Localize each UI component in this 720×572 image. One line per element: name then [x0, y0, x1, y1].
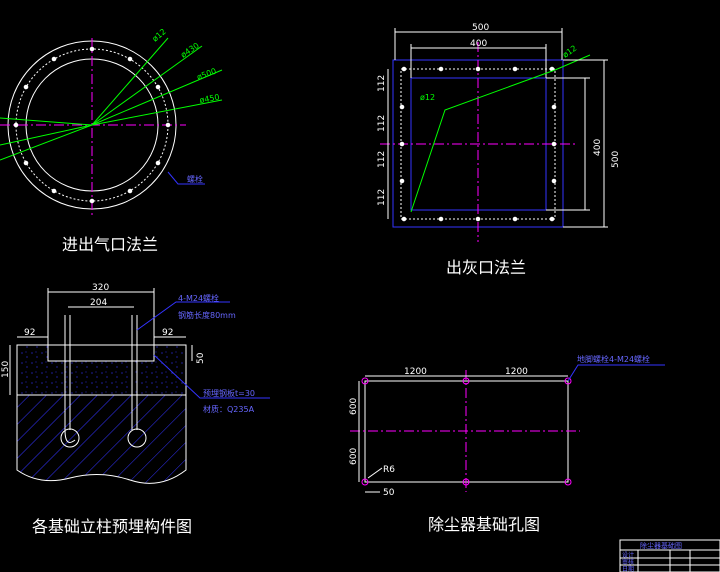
dim-150: 150	[1, 361, 11, 378]
bolt-holes	[13, 46, 171, 204]
bolt-left-hook	[60, 428, 80, 448]
dim-204: 204	[90, 298, 107, 308]
bolt-note-leader	[136, 301, 230, 331]
leader-left-2	[0, 124, 93, 146]
embedment-view: 320 204 92 92 150 50 4-M24螺栓 钢筋长度80mm 预埋…	[1, 283, 270, 536]
leader-d12	[91, 37, 169, 126]
ash-flange-view: 500 400 ø12 ø12 112 112 112 112 400 500 …	[377, 23, 621, 277]
dim-right-500-visible: 500	[611, 151, 621, 168]
bolt-note: 螺栓	[187, 174, 203, 184]
dim-1200-right: 1200	[505, 367, 528, 377]
dim-right-400: 400	[593, 139, 603, 156]
embedment-title: 各基础立柱预埋构件图	[32, 517, 192, 536]
dim-92-right: 92	[162, 328, 173, 338]
dim-left-1: 112	[377, 75, 387, 92]
leader-left-3	[0, 117, 93, 126]
leader-d430	[91, 45, 203, 126]
leader-d450	[91, 99, 223, 126]
radius-r6: R6	[383, 465, 395, 475]
dim-600-top: 600	[349, 398, 359, 415]
title-block-design: 设计	[622, 551, 634, 559]
dim-top-500: 500	[472, 23, 489, 33]
bolt-note-2: 钢筋长度80mm	[178, 310, 236, 320]
dim-92-left: 92	[24, 328, 35, 338]
foundation-title: 除尘器基础孔图	[428, 515, 540, 534]
title-block-name: 除尘器基础图	[640, 541, 682, 550]
title-block-frame	[619, 539, 720, 572]
label-d500: ø500	[196, 67, 218, 82]
label-d450: ø450	[199, 93, 220, 105]
dim-left-2: 112	[377, 115, 387, 132]
dim-600-bottom: 600	[349, 448, 359, 465]
plate-note-leader	[153, 354, 270, 399]
title-block: 除尘器基础图 设计 审核 日期	[619, 539, 720, 572]
embed-plate	[47, 344, 155, 362]
plate-note-1: 预埋钢板t=30	[203, 388, 255, 398]
hole-leader	[410, 54, 591, 213]
plate-note-2: 材质：Q235A	[203, 404, 255, 414]
leader-d500	[91, 69, 223, 126]
ash-flange-title: 出灰口法兰	[446, 258, 526, 277]
hole-label-inner: ø12	[420, 93, 435, 102]
dim-left-3: 112	[377, 151, 387, 168]
leader-left-1	[0, 124, 93, 161]
bolt-note-leader	[167, 171, 205, 185]
title-block-date: 日期	[622, 565, 634, 572]
hole-label-top: ø12	[561, 44, 579, 60]
anchor-holes	[361, 377, 572, 486]
title-block-check: 审核	[622, 558, 634, 566]
bolt-holes	[399, 66, 557, 222]
bolt-note-1: 4-M24螺栓	[178, 293, 219, 303]
dim-50: 50	[196, 352, 206, 364]
column-body	[16, 394, 187, 484]
dim-left-4: 112	[377, 189, 387, 206]
foundation-bolt-note: 地脚螺栓4-M24螺栓	[577, 354, 650, 364]
label-d430: ø430	[179, 41, 201, 60]
foundation-view: 1200 1200 600 600 50 R6 地脚螺栓4-M24螺栓 除尘器基…	[349, 354, 665, 534]
dim-1200-left: 1200	[404, 367, 427, 377]
bolt-note-leader	[567, 364, 665, 382]
dim-top-400: 400	[470, 39, 487, 49]
inlet-flange-title: 进出气口法兰	[62, 235, 158, 254]
inlet-flange-view: ø12 ø430 ø500 ø450 螺栓 进出气口法兰	[0, 27, 223, 254]
bolt-right-hook	[127, 428, 147, 448]
dim-50: 50	[383, 488, 395, 498]
dim-320: 320	[92, 283, 109, 293]
